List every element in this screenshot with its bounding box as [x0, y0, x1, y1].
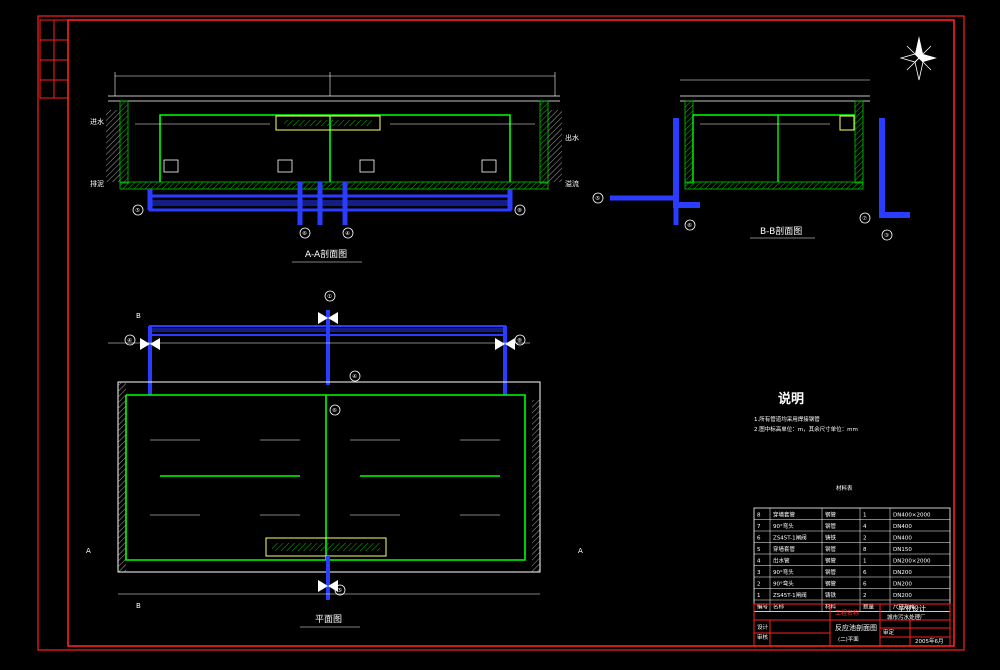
materials-cell: DN400×2000: [893, 513, 931, 519]
materials-cell: 4: [863, 524, 867, 530]
materials-cell: DN400: [893, 536, 912, 542]
materials-cell: DN200: [893, 582, 912, 588]
title-drawing-sub: (二)平面: [838, 636, 859, 643]
materials-cell: 1: [863, 513, 867, 519]
materials-header-cell: 名称: [773, 603, 785, 611]
title-row-design: 设计: [757, 623, 769, 631]
ref-a-3: ④: [345, 231, 350, 237]
materials-cell: DN150: [893, 547, 912, 553]
ref-p-4: ④: [352, 374, 357, 380]
north-arrow-icon: [899, 36, 937, 81]
materials-header-cell: 数量: [863, 603, 875, 611]
pipe-reference-circle-icon: [124, 290, 526, 596]
pipe-reference-circle-icon: [132, 204, 526, 239]
note-1: 1.所有管道均采用焊接钢管: [754, 415, 820, 423]
materials-cell: 2: [757, 582, 761, 588]
materials-cell: 2: [863, 593, 867, 599]
ref-p-1: ④: [127, 338, 132, 344]
pipe-reference-circle-icon: [592, 192, 893, 241]
materials-cell: 穿墙套管: [773, 545, 796, 553]
title-org: 工程名称: [835, 609, 859, 617]
ref-p-2: ⑧: [517, 338, 522, 344]
materials-cell: ZS45T-1闸阀: [773, 534, 807, 542]
title-drawing-name: 反应池剖面图: [835, 623, 877, 632]
materials-cell: 钢管: [825, 557, 837, 565]
materials-cell: 2: [863, 536, 867, 542]
materials-cell: 90°弯头: [773, 522, 794, 530]
materials-cell: 4: [757, 559, 761, 565]
ref-b-1: ⑤: [595, 196, 600, 202]
ref-b-3: ⑦: [862, 215, 867, 222]
materials-cell: DN200×2000: [893, 559, 931, 565]
materials-cell: 1: [757, 593, 761, 599]
note-2: 2.图中标高单位：m，其余尺寸单位：mm: [754, 425, 858, 433]
section-mark-b-top: B: [136, 312, 141, 320]
ref-a-1: ⑤: [135, 208, 140, 214]
materials-cell: 7: [757, 524, 761, 530]
sludge-label: 排泥: [90, 179, 104, 188]
ref-a-4: ⑧: [517, 208, 522, 214]
section-mark-a-right: A: [578, 547, 583, 555]
section-a-a: 进水 排泥 出水 溢流 ⑤ ⑥ ④ ⑧ A-A剖面图: [90, 72, 579, 263]
materials-cell: 6: [863, 570, 867, 576]
materials-cell: 8: [863, 547, 867, 553]
overflow-label: 溢流: [565, 179, 579, 188]
outlet-label: 出水: [565, 133, 579, 142]
materials-cell: 6: [863, 582, 867, 588]
notes-heading: 说明: [778, 391, 804, 407]
title-row-approve: 审定: [883, 628, 895, 636]
materials-cell: 8: [757, 513, 761, 519]
materials-cell: DN400: [893, 524, 912, 530]
materials-cell: 铸铁: [825, 534, 837, 542]
materials-header-cell: 材料: [825, 603, 837, 611]
materials-cell: 铸铁: [825, 591, 837, 599]
section-b-caption: B-B剖面图: [760, 225, 802, 237]
materials-cell: DN200: [893, 593, 912, 599]
materials-cell: 出水管: [773, 557, 790, 565]
section-mark-a-left: A: [86, 547, 91, 555]
materials-header-cell: 编号: [757, 603, 769, 611]
materials-cell: ZS45T-1闸阀: [773, 591, 807, 599]
materials-cell: 钢管: [825, 545, 837, 553]
materials-cell: 1: [863, 559, 867, 565]
title-project-sub: 城市污水处理厂: [887, 613, 926, 621]
ref-b-2: ⑥: [687, 223, 692, 229]
plan-view: ④ ⑧ ① ④ ⑤ ⑥ A A B B 平面图: [86, 290, 583, 628]
materials-cell: 90°弯头: [773, 568, 794, 576]
ref-b-4: ③: [884, 233, 889, 239]
inlet-label: 进水: [90, 117, 104, 126]
notes-block: 说明 1.所有管道均采用焊接钢管 2.图中标高单位：m，其余尺寸单位：mm: [754, 391, 858, 433]
title-project: 毕业设计: [898, 604, 926, 613]
materials-caption: 材料表: [836, 484, 853, 492]
section-b-b: ⑤ ⑥ ⑦ ③ B-B剖面图: [592, 79, 910, 241]
materials-cell: DN200: [893, 570, 912, 576]
title-block: 工程名称 毕业设计 城市污水处理厂 反应池剖面图 (二)平面 设计 审核 审定 …: [753, 603, 951, 647]
materials-cell: 6: [757, 536, 761, 542]
ref-a-2: ⑥: [302, 231, 307, 237]
ref-p-5: ⑤: [337, 588, 342, 594]
materials-cell: 穿墙套管: [773, 511, 796, 519]
title-date: 2005年6月: [915, 637, 944, 645]
materials-cell: 钢管: [825, 568, 837, 576]
materials-cell: 3: [757, 570, 761, 576]
ref-p-3: ①: [327, 294, 332, 300]
materials-cell: 钢管: [825, 511, 837, 519]
title-row-review: 审核: [757, 633, 769, 641]
plan-caption: 平面图: [315, 614, 342, 625]
drawing-frame: [37, 15, 965, 651]
section-a-caption: A-A剖面图: [305, 248, 347, 260]
section-mark-b-bottom: B: [136, 602, 141, 610]
materials-cell: 钢管: [825, 580, 837, 588]
materials-cell: 90°弯头: [773, 580, 794, 588]
materials-header-cell: 尺寸规格: [893, 603, 916, 611]
materials-cell: 钢管: [825, 522, 837, 530]
materials-cell: 5: [757, 547, 761, 553]
ref-p-6: ⑥: [332, 408, 337, 414]
